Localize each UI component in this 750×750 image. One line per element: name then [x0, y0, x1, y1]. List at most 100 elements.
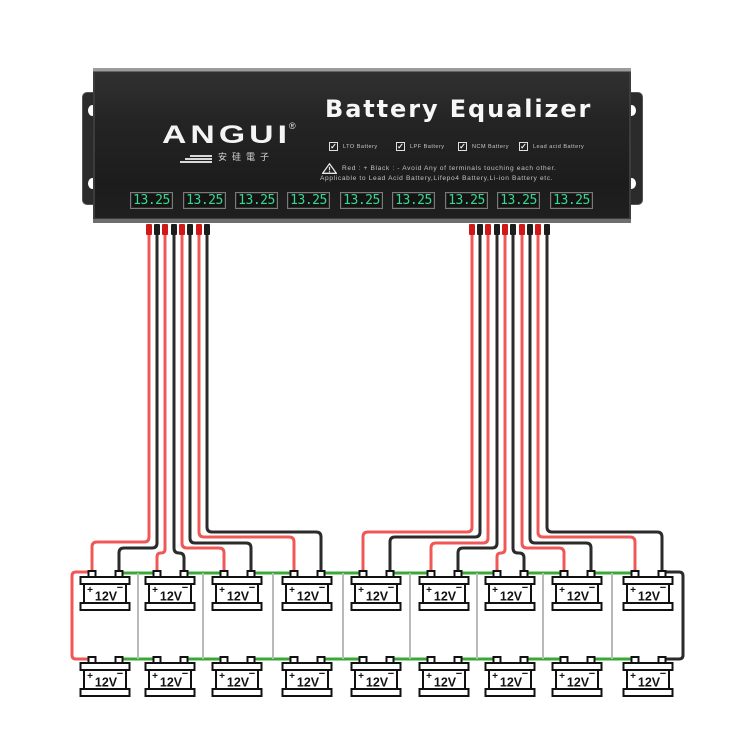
positive-symbol: +: [559, 671, 565, 682]
battery-type-lto: ✓ LTO Battery: [329, 142, 378, 151]
negative-symbol: −: [249, 668, 255, 680]
positive-symbol: +: [152, 585, 158, 596]
positive-symbol: +: [630, 585, 636, 596]
battery-voltage-label: 12V: [500, 676, 523, 690]
battery-icon: +12V−: [350, 570, 402, 611]
positive-symbol: +: [358, 585, 364, 596]
battery-voltage-label: 12V: [567, 676, 590, 690]
battery-base: [350, 602, 402, 611]
voltage-display-8: 13.25: [497, 192, 540, 209]
battery-icon: +12V−: [281, 570, 333, 611]
positive-wire-battery-9: [536, 230, 637, 572]
negative-symbol: −: [182, 582, 188, 594]
positive-wire-battery-5: [361, 230, 474, 572]
left-terminal-negative: [171, 224, 177, 235]
brand-logo: ANGUI: [162, 121, 292, 149]
battery-base: [144, 688, 196, 697]
positive-symbol: +: [630, 671, 636, 682]
negative-symbol: −: [388, 582, 394, 594]
negative-wire-battery-7: [511, 230, 526, 572]
battery-voltage-label: 12V: [366, 590, 389, 604]
positive-symbol: +: [426, 671, 432, 682]
sense-wires: [90, 230, 664, 572]
device-terminals: [146, 224, 550, 235]
battery-base: [211, 602, 263, 611]
battery-base: [281, 688, 333, 697]
right-terminal-negative: [477, 224, 483, 235]
brand-subtitle: 安硅電子: [218, 152, 275, 162]
positive-wire-battery-1: [90, 230, 151, 572]
positive-wire-battery-8: [520, 230, 566, 572]
battery-type-label: LPF Battery: [410, 143, 445, 150]
negative-symbol: −: [660, 668, 666, 680]
battery-base: [350, 688, 402, 697]
warning-text-polarity: Red : + Black : - Avoid Any of terminals…: [342, 165, 557, 172]
positive-symbol: +: [492, 671, 498, 682]
battery-voltage-label: 12V: [227, 590, 250, 604]
battery-voltage-label: 12V: [366, 676, 389, 690]
right-terminal-negative: [544, 224, 550, 235]
battery-equalizer-device: ANGUI ® 安硅電子 Battery Equalizer ✓ LTO Bat…: [93, 68, 631, 223]
negative-symbol: −: [388, 668, 394, 680]
bracket-hole: [88, 105, 97, 116]
battery-voltage-label: 12V: [500, 590, 523, 604]
battery-type-lead-acid: ✓ Lead acid Battery: [519, 142, 584, 151]
battery-icon: +12V−: [281, 656, 333, 697]
negative-symbol: −: [319, 668, 325, 680]
negative-wire-battery-1: [117, 230, 159, 572]
battery-icon: +12V−: [211, 656, 263, 697]
warning-triangle-icon: [322, 163, 337, 174]
positive-wire-battery-4: [197, 230, 296, 572]
battery-icon: +12V−: [144, 656, 196, 697]
positive-wire-battery-3: [180, 230, 226, 572]
right-terminal-positive: [469, 224, 475, 235]
positive-symbol: +: [289, 585, 295, 596]
right-terminal-positive: [502, 224, 508, 235]
left-terminal-positive: [146, 224, 152, 235]
right-terminal-negative: [494, 224, 500, 235]
battery-base: [79, 688, 131, 697]
negative-wire-battery-8: [528, 230, 593, 572]
checkbox-checked-icon: ✓: [519, 142, 528, 151]
negative-wire-battery-2: [172, 230, 186, 572]
battery-icon: +12V−: [551, 656, 603, 697]
positive-wire-battery-6: [429, 230, 490, 572]
battery-type-lpf: ✓ LPF Battery: [396, 142, 445, 151]
battery-base: [79, 602, 131, 611]
positive-wire-battery-2: [155, 230, 167, 572]
right-terminal-positive: [519, 224, 525, 235]
battery-icon: +12V−: [211, 570, 263, 611]
voltage-display-4: 13.25: [287, 192, 330, 209]
voltage-display-3: 13.25: [235, 192, 278, 209]
voltage-display-2: 13.25: [183, 192, 226, 209]
battery-voltage-label: 12V: [95, 590, 118, 604]
positive-symbol: +: [87, 671, 93, 682]
negative-symbol: −: [117, 582, 123, 594]
positive-symbol: +: [219, 671, 225, 682]
battery-icon: +12V−: [484, 570, 536, 611]
battery-voltage-label: 12V: [227, 676, 250, 690]
right-terminal-positive: [535, 224, 541, 235]
battery-base: [211, 688, 263, 697]
positive-symbol: +: [492, 585, 498, 596]
battery-icon: +12V−: [551, 570, 603, 611]
negative-symbol: −: [589, 582, 595, 594]
negative-wire-battery-5: [388, 230, 482, 572]
registered-mark: ®: [289, 121, 296, 131]
battery-type-ncm: ✓ NCM Battery: [458, 142, 509, 151]
battery-base: [484, 602, 536, 611]
voltage-display-9: 13.25: [550, 192, 593, 209]
left-terminal-positive: [179, 224, 185, 235]
battery-voltage-label: 12V: [638, 676, 661, 690]
negative-wire-battery-4: [205, 230, 323, 572]
negative-symbol: −: [117, 668, 123, 680]
battery-icon: +12V−: [350, 656, 402, 697]
battery-type-label: NCM Battery: [472, 143, 509, 150]
positive-symbol: +: [358, 671, 364, 682]
left-terminal-negative: [187, 224, 193, 235]
battery-voltage-label: 12V: [297, 590, 320, 604]
negative-wire-battery-9: [545, 230, 664, 572]
right-terminal-positive: [485, 224, 491, 235]
device-title: Battery Equalizer: [325, 95, 593, 123]
battery-voltage-label: 12V: [434, 590, 457, 604]
